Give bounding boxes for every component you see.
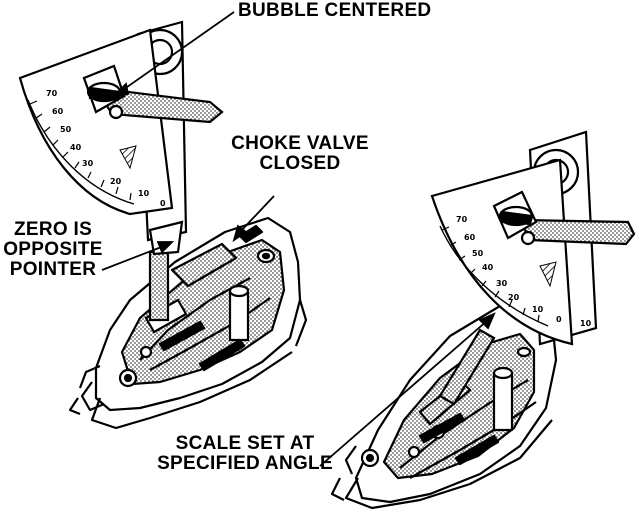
left-scale-tick-label: 10 <box>138 189 150 198</box>
right-scale-tick-label: 10 <box>532 305 544 314</box>
right-scale-tick-label: 70 <box>456 215 468 224</box>
left-scale-tick-label: 50 <box>60 125 72 134</box>
leader-lines <box>101 11 496 467</box>
right-scale-tick-label: 60 <box>464 233 476 242</box>
left-level-arm <box>82 64 224 124</box>
right-scale-tick-label: 10 <box>580 319 592 328</box>
right-scale-numbers: 70 60 50 40 30 20 10 0 10 <box>456 215 592 328</box>
zero-opposite-pointer-label: ZERO IS OPPOSITE POINTER <box>0 220 106 280</box>
left-scale-tick-label: 70 <box>46 89 58 98</box>
zero-label-line-3: POINTER <box>9 259 97 280</box>
right-angle-scale <box>430 158 574 346</box>
right-scale-tick-label: 0 <box>556 315 562 324</box>
choke-valve-closed-label: CHOKE VALVE CLOSED <box>224 134 376 174</box>
left-scale-numbers: 70 60 50 40 30 20 10 0 <box>46 89 166 208</box>
bubble-centered-label: BUBBLE CENTERED <box>238 0 432 21</box>
left-scale-tick-label: 20 <box>110 177 122 186</box>
zero-label-line-1: ZERO IS <box>13 219 93 240</box>
choke-valve-label-line-2: CLOSED <box>259 153 341 174</box>
scale-set-angle-label: SCALE SET AT SPECIFIED ANGLE <box>152 434 338 474</box>
choke-valve-label-line-1: CHOKE VALVE <box>231 133 369 154</box>
right-scale-tick-label: 30 <box>496 279 508 288</box>
scale-label-line-2: SPECIFIED ANGLE <box>157 453 333 474</box>
right-scale-tick-label: 50 <box>472 249 484 258</box>
right-carburetor <box>330 298 558 510</box>
left-angle-scale <box>18 28 174 216</box>
left-scale-tick-label: 30 <box>82 159 94 168</box>
left-scale-tick-label: 40 <box>70 143 82 152</box>
left-scale-tick-label: 60 <box>52 107 64 116</box>
scale-label-line-1: SCALE SET AT <box>175 433 315 454</box>
left-scale-tick-label: 0 <box>160 199 166 208</box>
right-level-arm <box>492 190 636 246</box>
left-carburetor <box>68 216 308 430</box>
right-scale-tick-label: 40 <box>482 263 494 272</box>
zero-label-line-2: OPPOSITE <box>3 239 103 260</box>
right-scale-tick-label: 20 <box>508 293 520 302</box>
